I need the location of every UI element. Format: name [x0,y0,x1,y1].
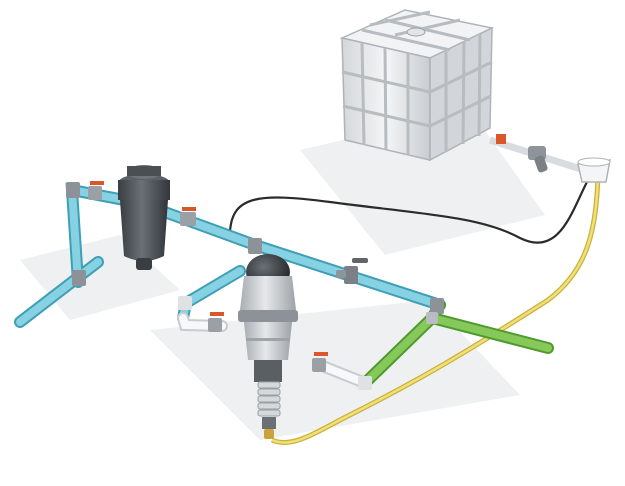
ball-valve-icon [208,312,224,332]
gate-valve-icon [336,258,368,284]
ball-valve-icon [180,207,196,226]
ball-valve-icon [496,134,506,144]
dosing-pump-icon [238,254,298,439]
pipe-fittings [66,182,444,390]
air-hose [228,179,589,244]
dosing-bellows [257,381,281,417]
y-strainer-icon [528,146,548,173]
ibc-tank-icon [339,9,495,162]
check-valve-icon [577,157,611,183]
ball-valve-icon [312,352,328,372]
tank-outlet [488,134,611,183]
ball-valve-icon [88,181,104,200]
filter-housing-icon [118,165,170,270]
ball-valves [88,181,328,372]
